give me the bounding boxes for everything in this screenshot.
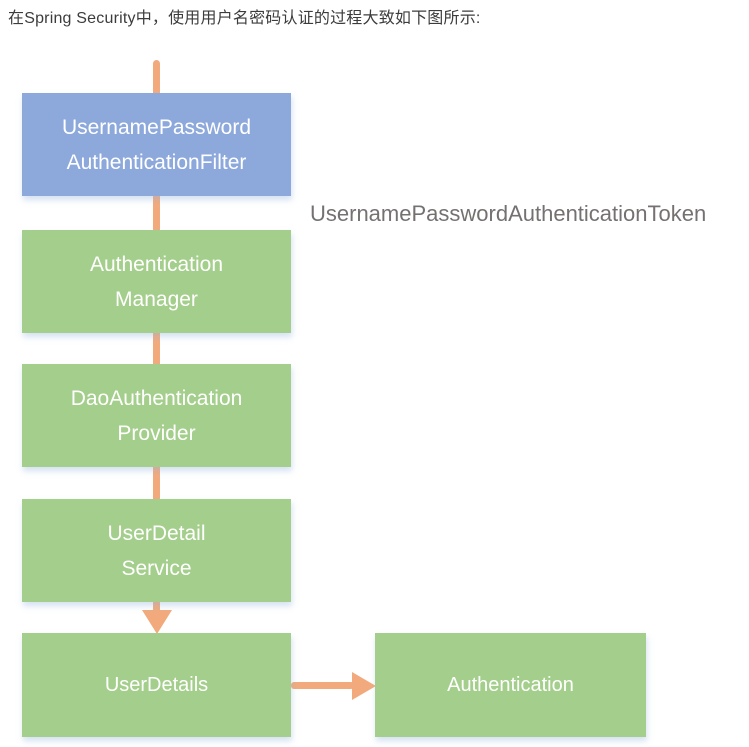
node-user-detail-service: UserDetail Service <box>22 499 291 602</box>
node-dao-authentication-provider: DaoAuthentication Provider <box>22 364 291 467</box>
node-username-password-authentication-filter: UsernamePassword AuthenticationFilter <box>22 93 291 196</box>
node-authentication-manager: Authentication Manager <box>22 230 291 333</box>
node-authentication: Authentication <box>375 633 646 737</box>
node-label-line: Authentication <box>89 252 224 276</box>
node-label-line: Service <box>121 556 192 580</box>
node-label-line: Authentication <box>447 673 574 696</box>
node-label-line: UserDetails <box>104 673 209 696</box>
node-label-line: AuthenticationFilter <box>66 150 247 174</box>
node-label-line: UserDetail <box>107 521 206 545</box>
node-user-details: UserDetails <box>22 633 291 737</box>
node-label-line: Manager <box>115 287 198 311</box>
token-annotation: UsernamePasswordAuthenticationToken <box>310 201 707 226</box>
node-label-line: DaoAuthentication <box>70 386 243 410</box>
horizontal-flow-line <box>291 682 354 689</box>
vertical-flow-line <box>153 60 160 613</box>
node-label-line: Provider <box>117 421 196 445</box>
arrow-right-icon <box>352 672 376 700</box>
arrow-down-icon <box>142 610 172 634</box>
page-title: 在Spring Security中，使用用户名密码认证的过程大致如下图所示: <box>8 10 481 27</box>
node-label-line: UsernamePassword <box>61 115 252 139</box>
